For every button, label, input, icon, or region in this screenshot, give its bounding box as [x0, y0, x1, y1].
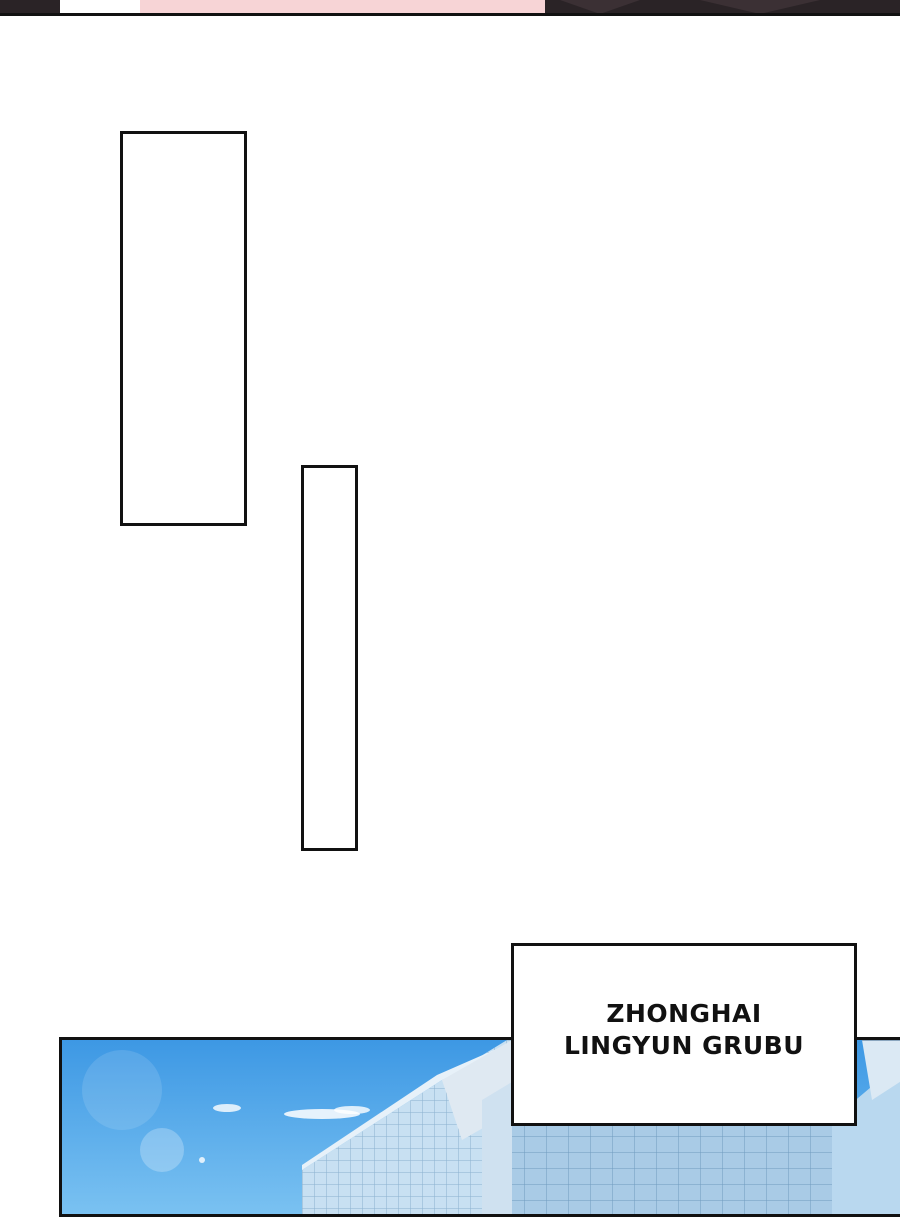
empty-narration-box — [120, 131, 247, 526]
character-art-fragment-icon — [0, 0, 900, 16]
previous-panel-fragment — [0, 0, 900, 16]
empty-narration-box — [301, 465, 358, 851]
caption-line-2: LINGYUN GRUBU — [563, 1030, 805, 1060]
caption-line-1: ZHONGHAI — [606, 998, 762, 1028]
location-caption-box: ZHONGHAI LINGYUN GRUBU — [511, 943, 857, 1126]
